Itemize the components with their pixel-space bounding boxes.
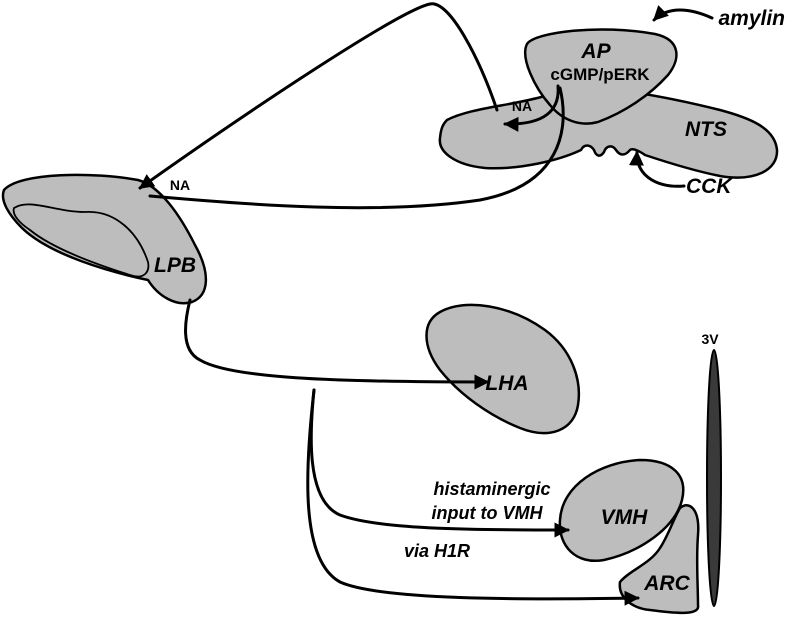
- ap-signal-label: cGMP/pERK: [550, 65, 650, 84]
- vmh-label: VMH: [601, 506, 649, 529]
- lha-label: LHA: [485, 372, 528, 395]
- na-label-lpb: NA: [170, 177, 190, 193]
- cck-label: CCK: [686, 175, 733, 198]
- arc-label: ARC: [643, 572, 690, 595]
- annotation-line-3: via H1R: [404, 541, 470, 561]
- third-ventricle-label: 3V: [701, 331, 719, 347]
- lpb-label: LPB: [154, 254, 196, 277]
- pathway-lpb-to-lha: [184, 298, 490, 390]
- annotation-line-1: histaminergic: [433, 479, 550, 499]
- pathway-to-arc: [306, 388, 640, 606]
- vmh-region: [558, 458, 685, 563]
- nts-region: [438, 86, 779, 179]
- lpb-inner-outline: [12, 203, 150, 278]
- arc-region: [618, 504, 700, 615]
- amylin-label: amylin: [718, 7, 785, 30]
- ap-label: AP: [580, 40, 611, 63]
- pathway-to-vmh: [309, 388, 570, 538]
- pathway-ap-to-nts: [503, 84, 560, 132]
- pathway-ap-to-lpb: [138, 2, 499, 190]
- na-label-ap: NA: [512, 98, 532, 114]
- lha-region: [425, 303, 581, 435]
- third-ventricle-shape: [706, 349, 722, 607]
- lpb-region: [1, 173, 208, 305]
- amylin-input-arrow: [652, 5, 714, 22]
- cck-input-arrow: [628, 150, 686, 188]
- pathway-ap-to-lpb-lower: [148, 86, 565, 210]
- annotation-line-2: input to VMH: [432, 503, 544, 523]
- nts-label: NTS: [685, 118, 727, 141]
